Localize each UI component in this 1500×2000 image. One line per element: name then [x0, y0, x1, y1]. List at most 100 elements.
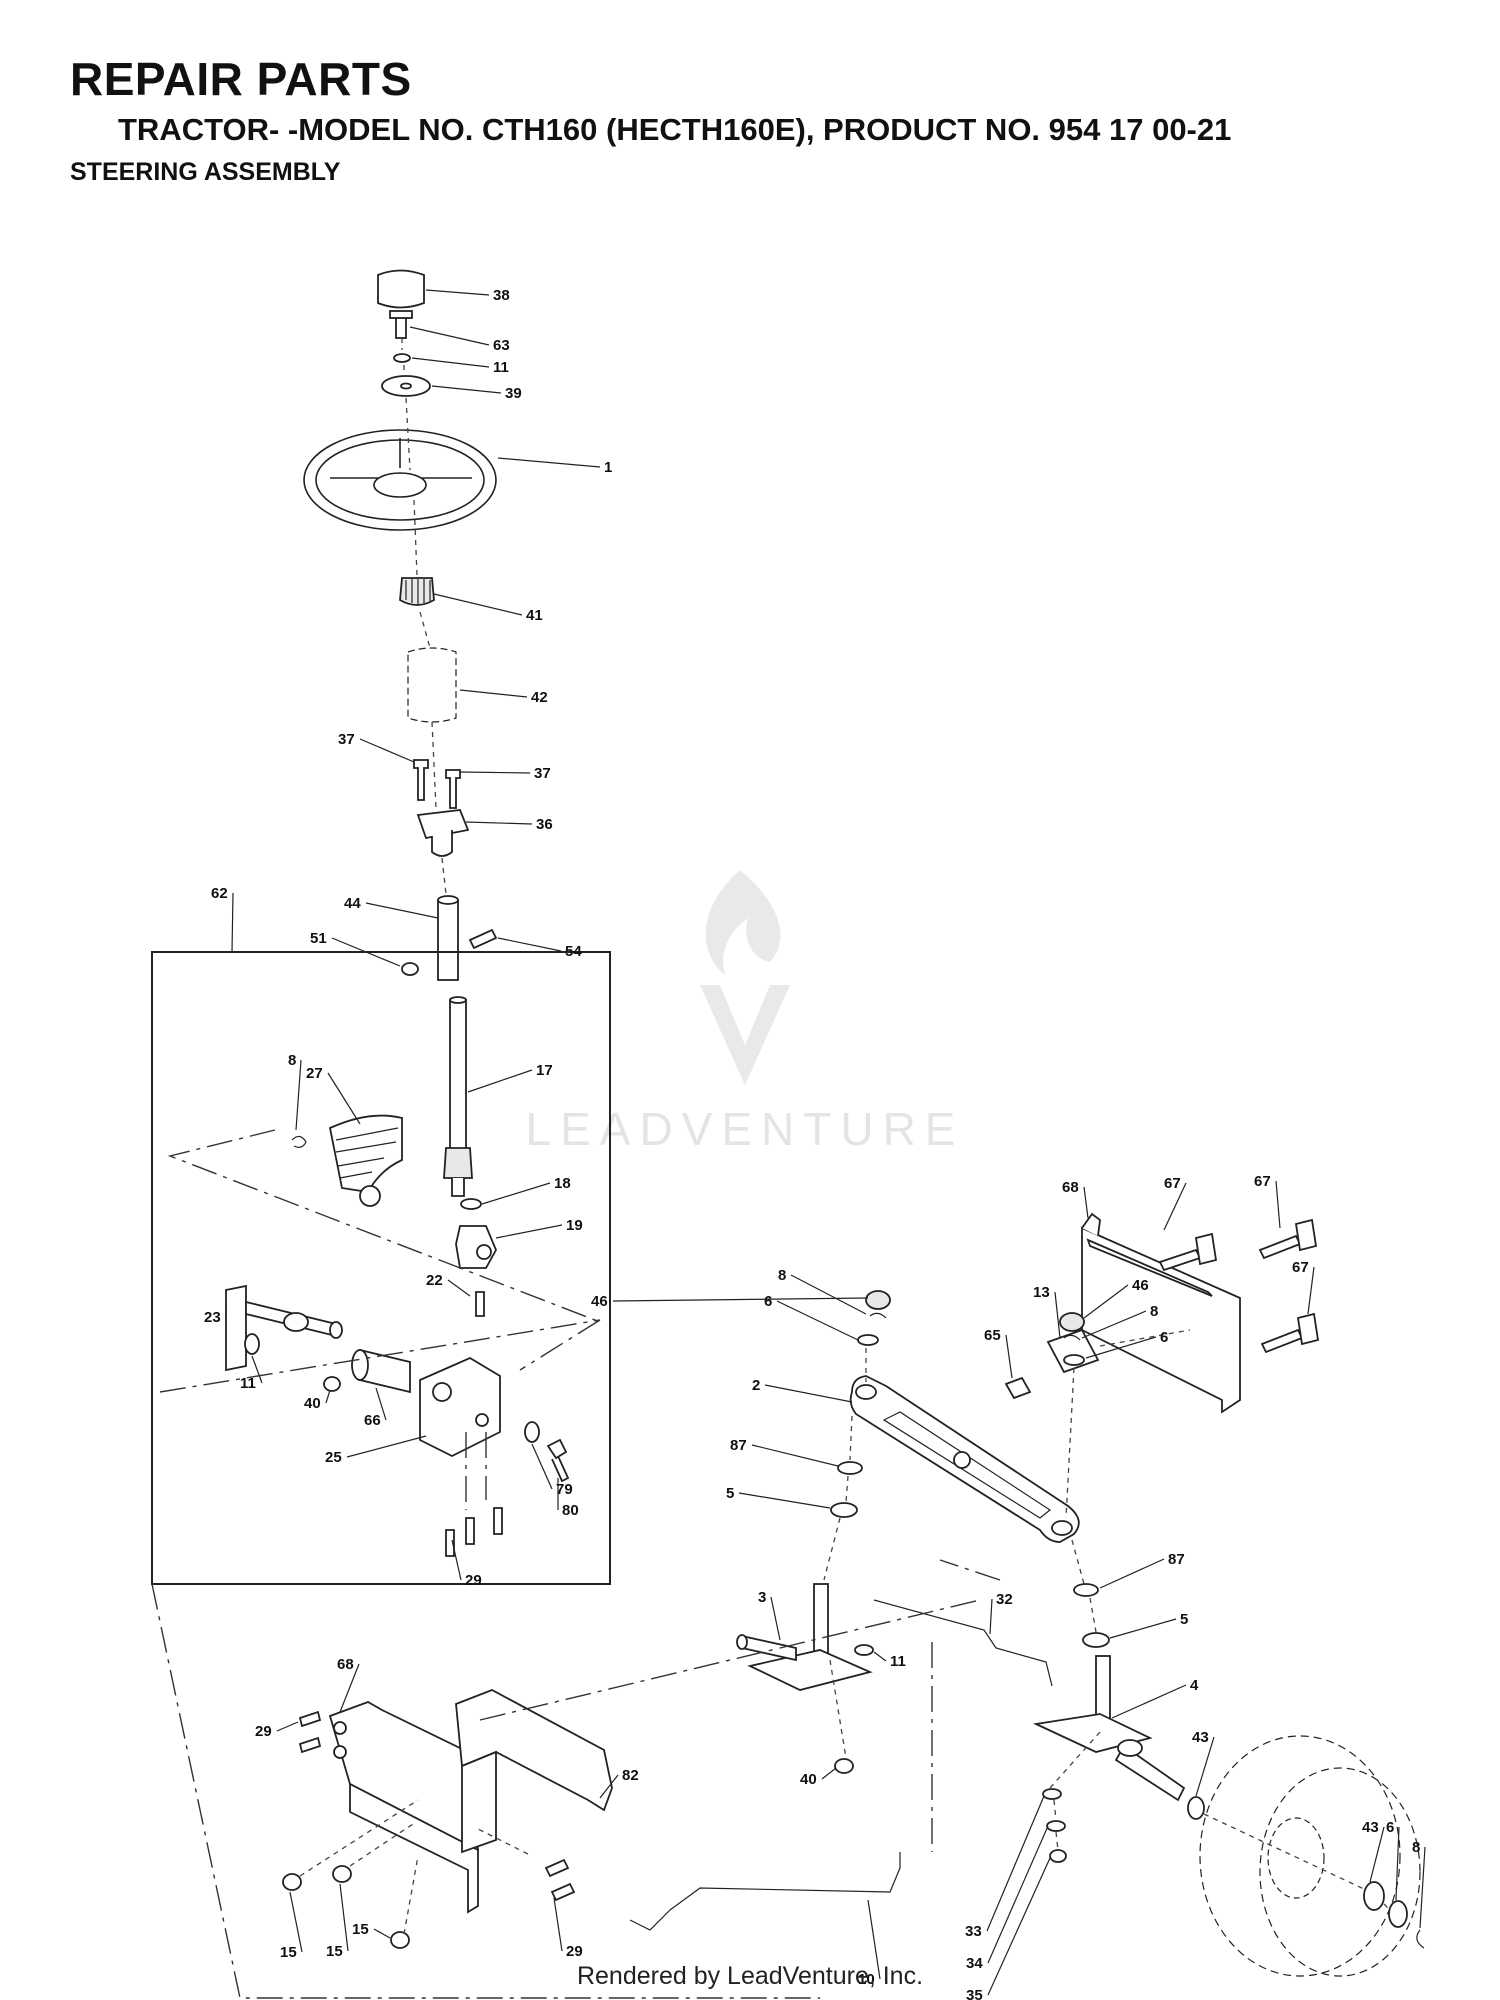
callout-2: 2 — [752, 1377, 760, 1394]
leader-line — [1195, 1736, 1215, 1797]
part-29-screw-a — [445, 1529, 455, 1557]
leader-line — [447, 1279, 471, 1297]
callout-37: 37 — [338, 731, 355, 748]
part-1-hub — [373, 472, 427, 498]
part-37-bolt-right — [445, 769, 461, 809]
part-13-bushing — [1046, 1328, 1100, 1374]
callout-15: 15 — [352, 1921, 369, 1938]
callout-39: 39 — [505, 385, 522, 402]
part-23-end — [329, 1321, 343, 1339]
part-8-clip-left — [869, 1312, 887, 1319]
front-tire-outline — [1199, 1735, 1401, 1977]
leader-line — [411, 357, 490, 368]
leader-line — [365, 902, 439, 919]
leader-line — [790, 1274, 867, 1315]
callout-35: 35 — [966, 1987, 983, 2000]
callout-5: 5 — [1180, 1611, 1188, 1628]
part-67-bolt-c — [1260, 1328, 1304, 1354]
leader-line — [289, 1891, 303, 1953]
part-67-bolt-b — [1258, 1234, 1302, 1260]
part-36-bracket — [416, 809, 470, 840]
callout-67: 67 — [1292, 1259, 1309, 1276]
callout-5: 5 — [726, 1485, 734, 1502]
part-46-cap-left — [865, 1290, 891, 1310]
front-axle-assembly — [736, 1212, 1425, 1977]
callout-54: 54 — [565, 943, 582, 960]
part-41-splines — [405, 579, 431, 604]
callout-27: 27 — [306, 1065, 323, 1082]
part-11-washer-spindle — [854, 1644, 874, 1656]
leader-line — [873, 1651, 887, 1662]
callout-leader-lines — [225, 289, 1426, 1996]
part-3-stub-axle — [741, 1634, 797, 1662]
leader-line — [1083, 1186, 1089, 1219]
part-40-nut-box — [323, 1376, 341, 1392]
callout-87: 87 — [730, 1437, 747, 1454]
part-17-pinion — [443, 1147, 473, 1179]
leader-line — [1054, 1291, 1061, 1339]
part-54-bolt — [468, 928, 498, 950]
leader-line — [451, 1539, 462, 1581]
part-33-washer — [1042, 1788, 1062, 1800]
part-68-tab — [1081, 1212, 1101, 1237]
subassembly-62-parts — [159, 996, 601, 1557]
callout-68: 68 — [1062, 1179, 1079, 1196]
part-27-hub — [359, 1185, 381, 1207]
part-79-washer — [524, 1421, 540, 1443]
watermark-v-icon — [700, 985, 790, 1085]
leader-line — [531, 1443, 553, 1490]
part-43-washer-inner — [1187, 1796, 1205, 1820]
watermark-flame-icon — [705, 870, 781, 975]
leader-line — [1111, 1684, 1187, 1719]
part-6-washer-outer — [1388, 1900, 1408, 1928]
part-63-screw — [395, 315, 407, 339]
callout-19: 19 — [566, 1217, 583, 1234]
callout-13: 13 — [1033, 1284, 1050, 1301]
callout-11: 11 — [240, 1375, 256, 1392]
part-80-bolt — [546, 1438, 570, 1483]
part-5-washer-right — [1082, 1632, 1110, 1648]
callout-15: 15 — [326, 1943, 343, 1960]
leader-line — [987, 1825, 1049, 1964]
page-title: REPAIR PARTS — [70, 53, 412, 105]
callout-43: 43 — [1362, 1819, 1379, 1836]
part-8-clip-right — [1063, 1334, 1081, 1341]
part-18-washer — [460, 1198, 482, 1210]
part-40-nut-spindle — [834, 1758, 854, 1774]
callout-38: 38 — [493, 287, 510, 304]
part-65-pin — [1004, 1376, 1032, 1400]
leader-line — [481, 1182, 551, 1205]
part-29-screw-b — [465, 1517, 475, 1545]
leader-line — [375, 1387, 387, 1421]
callout-40: 40 — [304, 1395, 321, 1412]
lower-bracket-assembly — [151, 1559, 1001, 1999]
part-68-lower-flange — [349, 1782, 479, 1914]
callout-8: 8 — [778, 1267, 786, 1284]
leader-line — [346, 1435, 427, 1458]
part-4-stub-axle — [1114, 1744, 1186, 1802]
callout-34: 34 — [966, 1955, 983, 1972]
part-3-spindle-post — [813, 1583, 829, 1657]
callout-18: 18 — [554, 1175, 571, 1192]
callout-32: 32 — [996, 1591, 1013, 1608]
column-axis-line — [401, 338, 447, 895]
axle-axis-lines — [823, 1329, 1391, 1911]
part-2-pivot-left — [855, 1384, 877, 1400]
callout-44: 44 — [344, 895, 361, 912]
part-10-drag-link — [629, 1852, 901, 1931]
assembly-title: STEERING ASSEMBLY — [70, 158, 341, 186]
part-15-nut-c — [390, 1931, 410, 1949]
callout-37: 37 — [534, 765, 551, 782]
part-17-tip — [451, 1178, 465, 1197]
leader-line — [495, 1224, 563, 1239]
leader-line — [612, 1297, 869, 1302]
callout-labels: 3863113914142373736624451541782718192223… — [204, 287, 1420, 2000]
callout-8: 8 — [288, 1052, 296, 1069]
part-42-sleeve — [407, 647, 457, 723]
part-29-screw-lower-c — [544, 1858, 570, 1878]
callout-23: 23 — [204, 1309, 221, 1326]
leader-line — [1369, 1826, 1385, 1883]
part-29-screw-lower-a — [298, 1710, 322, 1728]
part-34-washer — [1046, 1820, 1066, 1832]
leader-line — [373, 1928, 391, 1939]
